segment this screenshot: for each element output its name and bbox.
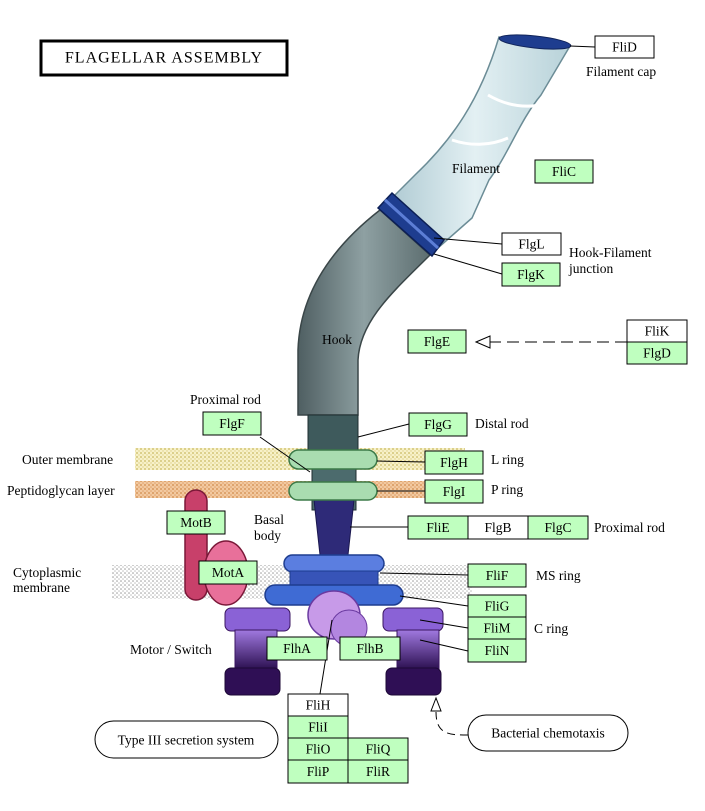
label-c-ring: C ring (534, 621, 568, 636)
hook-filament-junction-shape (376, 191, 446, 258)
svg-text:FliI: FliI (308, 720, 328, 735)
gene-flif[interactable]: FliF (467, 563, 527, 588)
gene-flge[interactable]: FlgE (407, 329, 467, 354)
svg-text:FlhB: FlhB (356, 641, 383, 656)
p-ring-shape (288, 481, 378, 501)
svg-text:Bacterial chemotaxis: Bacterial chemotaxis (491, 726, 605, 741)
label-l-ring: L ring (491, 452, 524, 467)
label-hook-filament-junction-2: junction (568, 261, 613, 276)
svg-text:FliH: FliH (306, 698, 331, 713)
label-basal-body-1: Basal (254, 512, 284, 527)
gene-flii[interactable]: FliI (287, 715, 349, 739)
basal-cone-shape (313, 499, 355, 556)
svg-text:MotB: MotB (180, 515, 212, 530)
gene-flgf[interactable]: FlgF (202, 411, 262, 436)
svg-text:FlgE: FlgE (424, 334, 450, 349)
page-title: FLAGELLAR ASSEMBLY (65, 50, 263, 67)
svg-text:FlgB: FlgB (484, 520, 511, 535)
hook-shape (297, 209, 432, 416)
svg-text:FlhA: FlhA (283, 641, 311, 656)
svg-text:FliR: FliR (366, 764, 390, 779)
gene-fliq[interactable]: FliQ (347, 737, 409, 761)
label-cytoplasmic-membrane-2: membrane (13, 580, 70, 595)
filament-shape (378, 34, 572, 257)
label-peptidoglycan-layer: Peptidoglycan layer (7, 483, 115, 498)
gene-flip[interactable]: FliP (287, 759, 349, 784)
motor-right-shape (382, 607, 444, 696)
export-apparatus-shape (307, 590, 368, 647)
gene-flih[interactable]: FliH (287, 693, 349, 717)
svg-text:Type III secretion system: Type III secretion system (118, 733, 255, 748)
svg-text:FliD: FliD (612, 40, 637, 55)
svg-text:FliK: FliK (645, 324, 670, 339)
title-box: FLAGELLAR ASSEMBLY (39, 39, 289, 77)
gene-flgb[interactable]: FlgB (467, 515, 529, 540)
svg-text:FlgH: FlgH (440, 455, 468, 470)
gene-flir[interactable]: FliR (347, 759, 409, 784)
l-ring-shape (288, 449, 378, 470)
label-distal-rod: Distal rod (475, 416, 529, 431)
ms-ring-upper-shape (283, 554, 385, 573)
svg-text:FlgG: FlgG (424, 417, 452, 432)
gene-flgi[interactable]: FlgI (424, 479, 484, 504)
svg-text:FliC: FliC (552, 164, 576, 179)
label-p-ring: P ring (491, 482, 523, 497)
gene-flig[interactable]: FliG (467, 594, 527, 618)
label-basal-body-2: body (254, 528, 281, 543)
svg-text:FlgD: FlgD (643, 346, 671, 361)
label-cytoplasmic-membrane-1: Cytoplasmic (13, 565, 81, 580)
gene-flgl[interactable]: FlgL (501, 232, 562, 256)
gene-flgd[interactable]: FlgD (626, 341, 688, 365)
svg-text:FliQ: FliQ (366, 742, 391, 757)
label-outer-membrane: Outer membrane (22, 452, 113, 467)
gene-flha[interactable]: FlhA (266, 636, 328, 661)
svg-text:FliO: FliO (306, 742, 331, 757)
gene-flhb[interactable]: FlhB (339, 636, 401, 661)
label-motor-switch: Motor / Switch (130, 642, 212, 657)
label-proximal-rod-top: Proximal rod (190, 392, 261, 407)
label-filament-cap: Filament cap (586, 64, 656, 79)
gene-flgh[interactable]: FlgH (424, 450, 484, 475)
svg-text:FlgI: FlgI (443, 484, 466, 499)
label-proximal-rod-right: Proximal rod (594, 520, 665, 535)
gene-flin[interactable]: FliN (467, 638, 527, 663)
motor-left-shape (224, 607, 291, 696)
label-hook: Hook (322, 332, 352, 347)
gene-mota[interactable]: MotA (198, 560, 258, 585)
flik-to-flge-arrow (474, 335, 627, 349)
svg-text:FliG: FliG (485, 599, 510, 614)
svg-text:FlgC: FlgC (544, 520, 571, 535)
gene-flgc[interactable]: FlgC (527, 515, 589, 540)
gene-flio[interactable]: FliO (287, 737, 349, 761)
gene-motb[interactable]: MotB (166, 510, 226, 535)
label-hook-filament-junction-1: Hook-Filament (569, 245, 652, 260)
gene-flie[interactable]: FliE (407, 515, 469, 540)
gene-flgg[interactable]: FlgG (408, 412, 468, 437)
svg-text:FlgL: FlgL (518, 237, 544, 252)
gene-flik[interactable]: FliK (626, 319, 688, 343)
gene-flgk[interactable]: FlgK (501, 262, 561, 287)
label-ms-ring: MS ring (536, 568, 581, 583)
pathway-link-bacterial-chemotaxis[interactable]: Bacterial chemotaxis (467, 714, 629, 752)
svg-text:MotA: MotA (212, 565, 245, 580)
svg-text:FliM: FliM (483, 621, 510, 636)
svg-text:FlgF: FlgF (219, 416, 245, 431)
svg-text:FliF: FliF (486, 568, 509, 583)
gene-flim[interactable]: FliM (467, 616, 527, 640)
svg-text:FlgK: FlgK (517, 267, 545, 282)
svg-text:FliN: FliN (485, 643, 510, 658)
pathway-link-type-iii-secretion[interactable]: Type III secretion system (94, 720, 279, 759)
gene-flid[interactable]: FliD (594, 35, 655, 59)
svg-text:FliE: FliE (426, 520, 449, 535)
chemotaxis-to-motor-arrow (430, 696, 469, 736)
svg-text:FliP: FliP (307, 764, 330, 779)
label-filament: Filament (452, 161, 500, 176)
gene-flic[interactable]: FliC (534, 159, 594, 184)
